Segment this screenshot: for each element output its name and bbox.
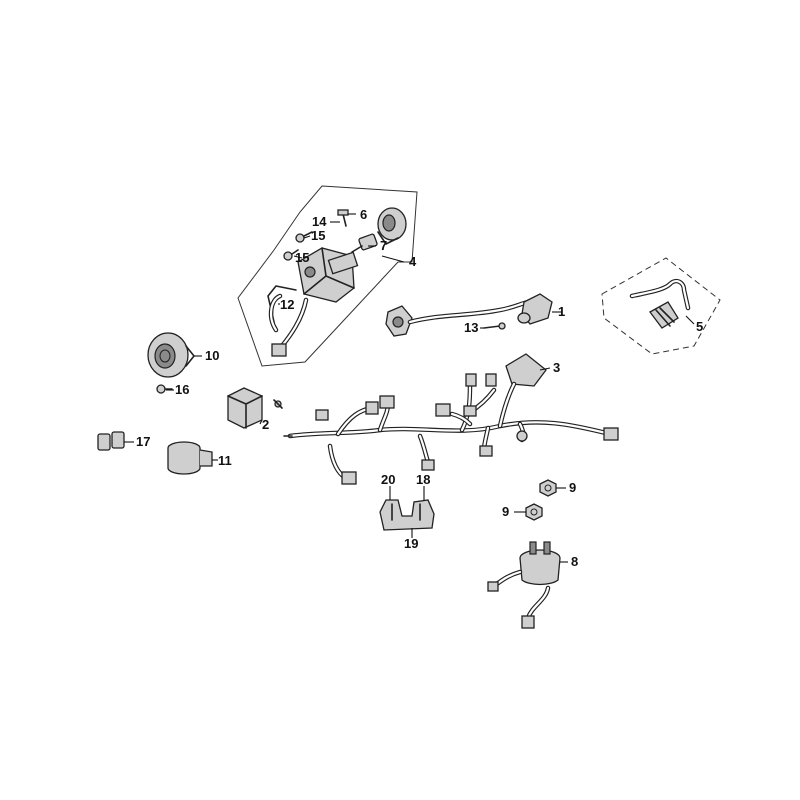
callout-18: 18 [416,472,430,487]
bracket-19-part [379,499,435,531]
callout-11: 11 [218,453,232,468]
callout-16: 16 [175,382,189,397]
ignition-switch-part [267,247,359,357]
callout-17: 17 [136,434,150,449]
callout-7: 7 [380,238,387,253]
starter-relay-part [487,541,561,629]
callout-15a: 15 [311,228,325,243]
callout-12: 12 [280,297,294,312]
wiring-harness-part [283,373,619,485]
callout-9b: 9 [502,504,509,519]
callout-4: 4 [409,254,417,269]
key-part [351,233,378,253]
callout-3: 3 [553,360,560,375]
callout-8: 8 [571,554,578,569]
nut-9a-part [539,479,557,497]
callout-20: 20 [381,472,395,487]
relay-part [227,387,283,429]
callout-6: 6 [360,207,367,222]
bolt-13-part [483,322,506,330]
callout-2: 2 [262,417,269,432]
bolt-16-part [156,384,173,394]
callout-13: 13 [464,320,478,335]
connector-17-part [97,431,125,451]
callout-19: 19 [404,536,418,551]
callout-9a: 9 [569,480,576,495]
fuel-pump-part [629,278,691,329]
horn-part [147,332,195,378]
cdi-unit-part [505,353,547,387]
callout-5: 5 [696,319,703,334]
screw-15a-part [295,231,313,243]
bolt-14-part [337,209,349,227]
key-cover-part [377,207,407,245]
fuel-pump-group-outline [601,257,721,355]
nut-9b-part [525,503,543,521]
callout-14: 14 [312,214,327,229]
ignition-coil-part [385,293,553,337]
leader-lines [124,213,695,563]
ignition-group-outline [237,185,418,367]
flasher-relay-part [167,441,213,475]
callout-15b: 15 [295,250,309,265]
callout-1: 1 [558,304,565,319]
callout-10: 10 [205,348,219,363]
screw-15b-part [283,249,299,261]
